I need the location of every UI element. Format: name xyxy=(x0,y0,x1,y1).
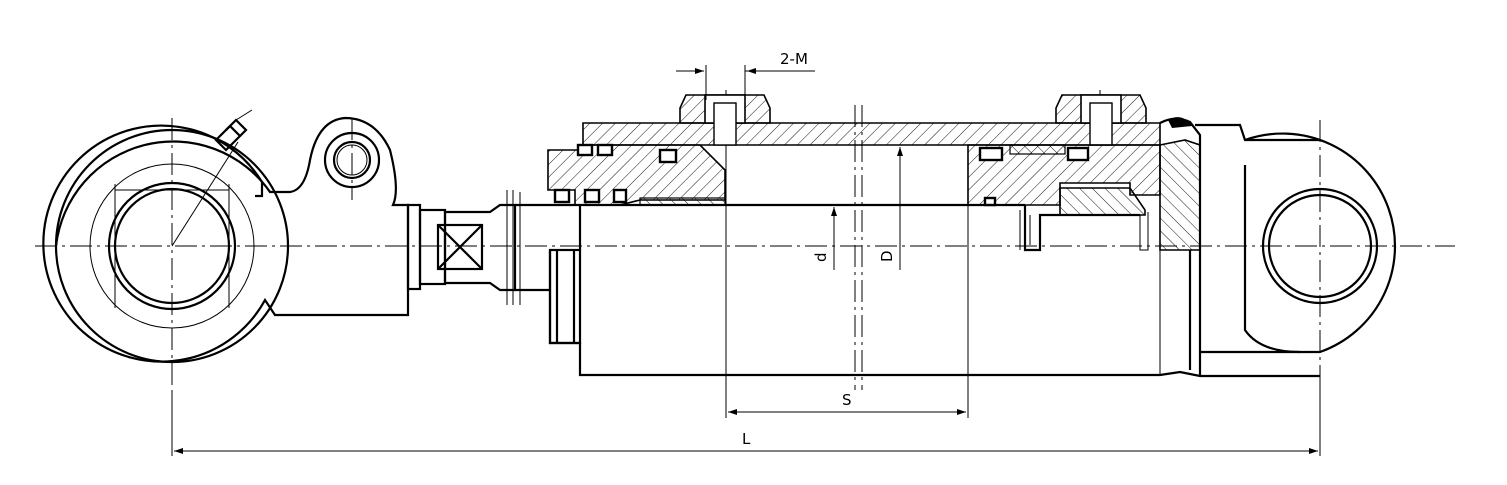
bore-diameter-label: D xyxy=(878,250,896,262)
piston-rod xyxy=(515,203,1025,292)
dimension-stroke: S xyxy=(725,145,969,418)
piston-section xyxy=(967,144,1161,216)
length-label: L xyxy=(742,430,751,448)
dimension-thread: 2-M xyxy=(676,50,815,100)
front-gland xyxy=(548,205,1320,378)
cylinder-tube-section xyxy=(582,94,1161,146)
grease-nipple xyxy=(214,109,253,152)
rod-eye-left xyxy=(42,116,410,364)
rod-end-neck xyxy=(406,190,521,305)
rod-nut xyxy=(1019,205,1149,252)
break-lines xyxy=(854,105,863,390)
front-head-section xyxy=(547,143,726,206)
thread-label: 2-M xyxy=(780,50,808,68)
rod-eye-right xyxy=(1200,132,1397,354)
dimension-length: L xyxy=(171,380,1321,456)
dimension-rod-diameter: d xyxy=(812,207,837,270)
rod-diameter-label: d xyxy=(812,252,830,262)
dimension-bore-diameter: D xyxy=(878,147,903,270)
rear-cap xyxy=(1159,117,1320,376)
lug-bore xyxy=(323,131,381,189)
stroke-label: S xyxy=(842,391,852,409)
